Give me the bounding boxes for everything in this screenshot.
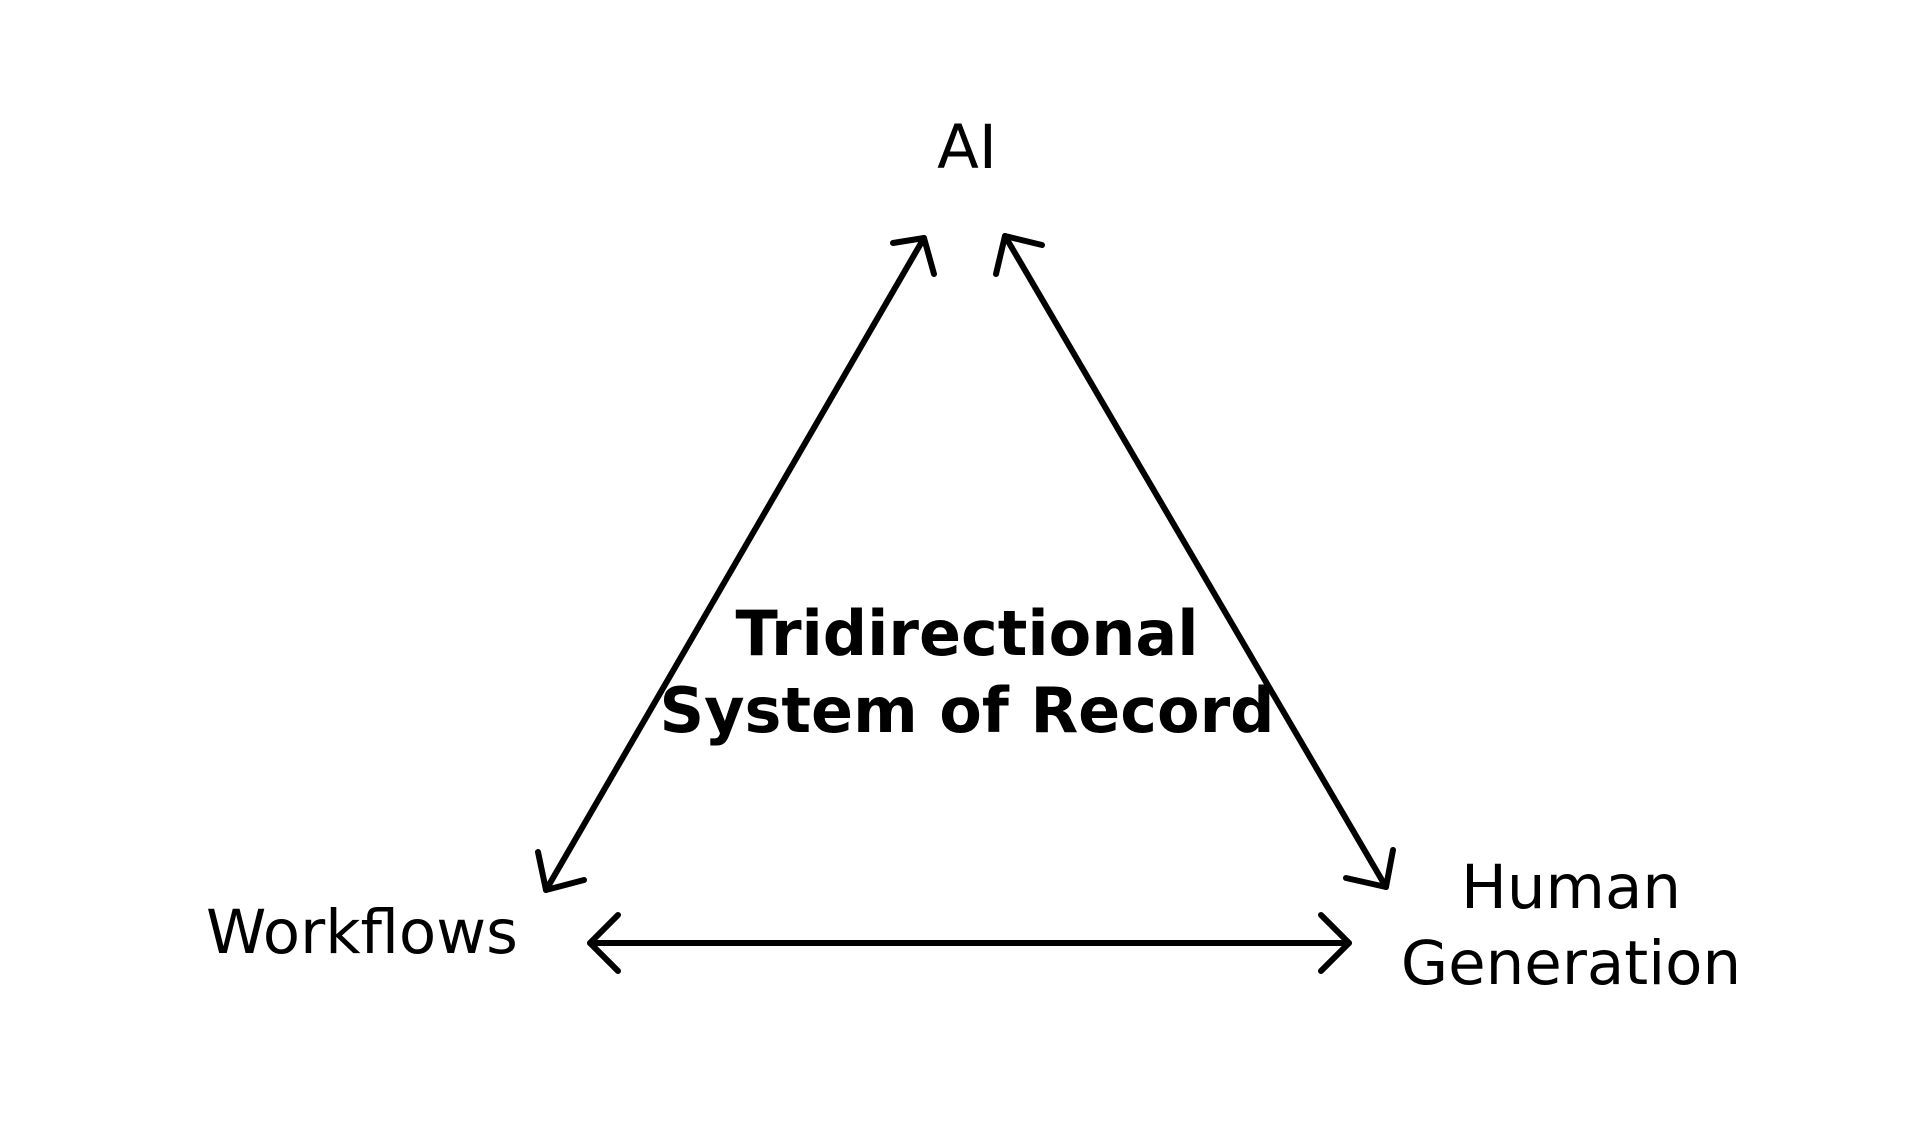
edge-ai-human-generation-arrowhead-bottom — [1343, 847, 1396, 890]
node-ai-label: AI — [937, 112, 997, 183]
edge-workflows-human-generation-arrowhead-right — [1318, 912, 1352, 974]
edge-ai-human-generation-line — [1002, 233, 1389, 890]
node-workflows-label: Workflows — [206, 897, 518, 968]
edge-workflows-human-generation-arrowhead-left — [587, 912, 621, 974]
node-human-generation-label-line1: Human — [1461, 852, 1681, 923]
edge-workflows-ai-arrowhead-top — [890, 235, 937, 277]
edge-workflows-ai-arrowhead-bottom — [535, 849, 587, 893]
edge-workflows-human-generation — [587, 912, 1352, 974]
edge-ai-human-generation-arrowhead-top — [993, 233, 1045, 277]
center-title-line2: System of Record — [659, 674, 1274, 747]
edge-workflows-ai — [535, 235, 937, 893]
node-human-generation-label-line2: Generation — [1401, 928, 1741, 999]
edge-workflows-ai-line — [543, 235, 927, 893]
edge-ai-human-generation — [993, 233, 1396, 890]
center-title-line1: Tridirectional — [735, 597, 1198, 670]
